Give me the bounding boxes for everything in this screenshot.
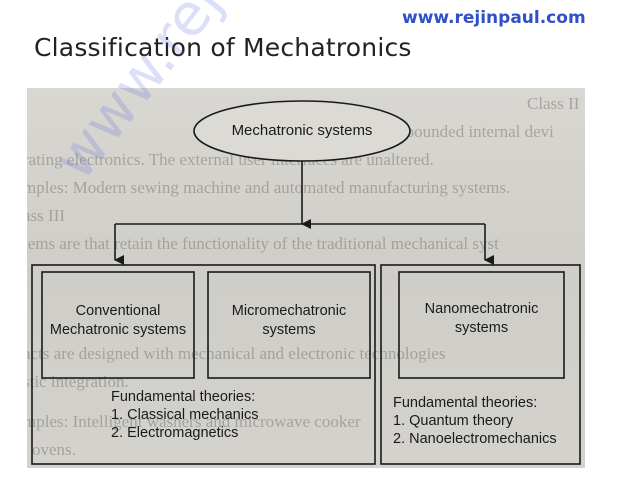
category-line: Micromechatronic bbox=[231, 303, 347, 319]
theory-item: 1. Quantum theory bbox=[393, 413, 514, 429]
category-conventional: Conventional Mechatronic systems bbox=[42, 302, 194, 340]
root-label: Mechatronic systems bbox=[231, 122, 373, 139]
theories-heading: Fundamental theories: bbox=[393, 395, 538, 411]
page-title: Classification of Mechatronics bbox=[34, 33, 412, 62]
theory-item: 2. Nanoelectromechanics bbox=[393, 431, 557, 447]
theories-heading: Fundamental theories: bbox=[111, 389, 256, 405]
nano-outer-box bbox=[380, 264, 581, 465]
theories-classical: Fundamental theories: 1. Classical mecha… bbox=[111, 388, 258, 442]
category-line: Mechatronic systems bbox=[49, 322, 187, 338]
background-scan-text: stic integration. bbox=[27, 372, 129, 391]
background-scan-text: mples: Modern sewing machine and automat… bbox=[27, 178, 511, 197]
theory-item: 2. Electromagnetics bbox=[111, 425, 239, 441]
background-scan-text: t ovens. bbox=[27, 440, 76, 459]
category-line: Nanomechatronic bbox=[424, 301, 539, 317]
background-scan-text: tems are that retain the functionality o… bbox=[27, 234, 499, 253]
classification-diagram bbox=[31, 100, 581, 465]
category-line: systems bbox=[262, 322, 316, 338]
conventional-box bbox=[41, 271, 195, 379]
category-line: Conventional bbox=[75, 303, 161, 319]
background-scan-text: ass III bbox=[27, 206, 66, 225]
conventional-outer-box bbox=[31, 264, 376, 465]
category-micromechatronic: Micromechatronic systems bbox=[208, 302, 370, 340]
site-url[interactable]: www.rejinpaul.com bbox=[402, 8, 586, 28]
background-scan-text: Class II bbox=[527, 94, 580, 113]
theories-quantum: Fundamental theories: 1. Quantum theory … bbox=[393, 394, 557, 448]
background-scan-text: acts are designed with mechanical and el… bbox=[27, 344, 446, 363]
category-line: systems bbox=[454, 320, 509, 336]
scanned-figure: Class II tightly bounded internal devi r… bbox=[27, 88, 585, 468]
nanomechatronic-box bbox=[398, 271, 565, 379]
theory-item: 1. Classical mechanics bbox=[111, 407, 259, 423]
micromechatronic-box bbox=[207, 271, 371, 379]
background-scan-text: mples: Intelligent washers and microwave… bbox=[27, 412, 361, 431]
category-nanomechatronic: Nanomechatronic systems bbox=[399, 300, 564, 338]
